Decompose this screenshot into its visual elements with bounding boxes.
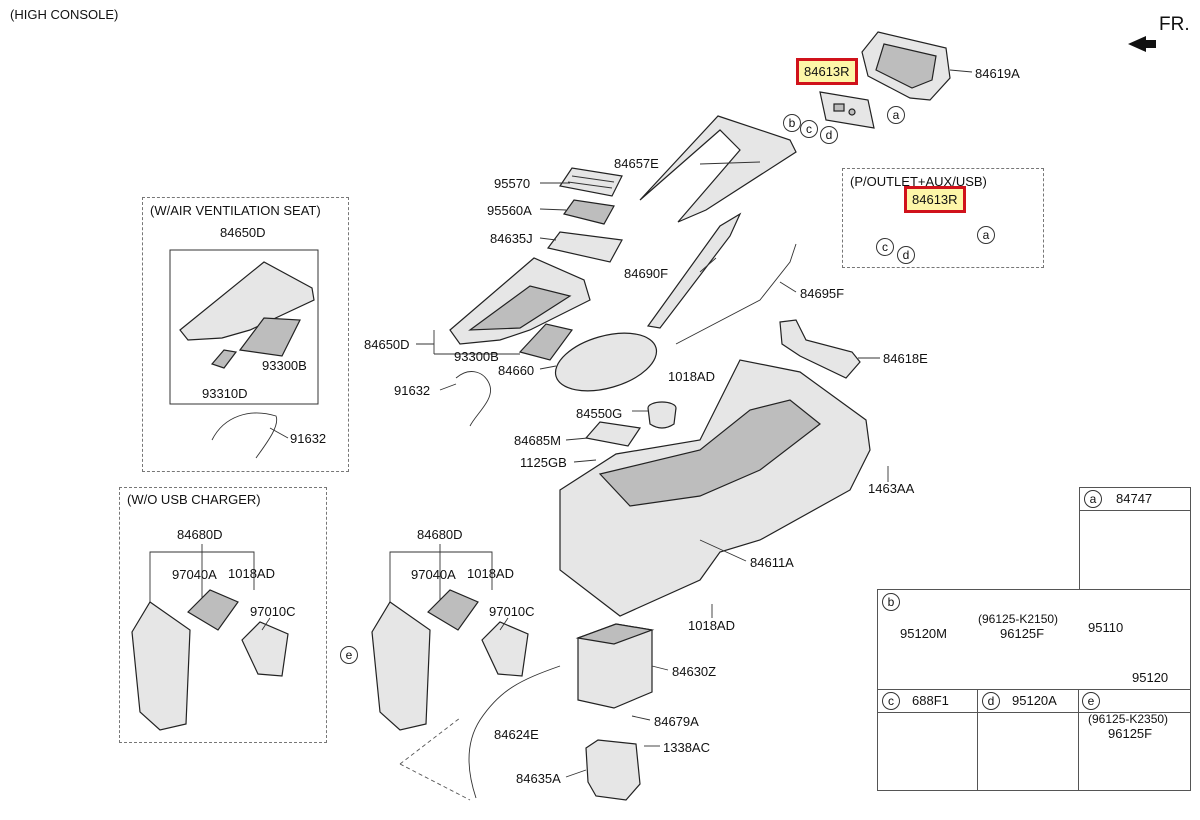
callout-97040A-usb[interactable]: 97040A <box>172 567 217 582</box>
legend-part-96125F[interactable]: 96125F <box>1000 626 1045 641</box>
front-arrow-icon <box>1128 36 1156 52</box>
part-84660-armrest-lid <box>554 332 658 392</box>
callout-1125GB[interactable]: 1125GB <box>520 455 567 470</box>
part-84680D-cover-b <box>371 601 431 731</box>
ref-circle-c[interactable]: c <box>800 120 818 138</box>
legend-letter-c: c <box>882 692 900 710</box>
group-title-usb-charger: (W/O USB CHARGER) <box>127 492 261 507</box>
part-84613R-plate <box>819 91 875 129</box>
part-84635A-bracket <box>585 739 641 801</box>
legend-part-95110[interactable]: 95110 <box>1088 620 1124 635</box>
callout-84650D[interactable]: 84650D <box>364 337 410 352</box>
part-97040A-vent-b <box>427 589 479 631</box>
callout-84630Z[interactable]: 84630Z <box>672 664 717 679</box>
callout-84685M[interactable]: 84685M <box>514 433 561 448</box>
part-93300B-switch <box>518 323 574 361</box>
callout-84695F[interactable]: 84695F <box>800 286 845 301</box>
part-95570-mat <box>558 167 623 197</box>
callout-84635A[interactable]: 84635A <box>516 771 561 786</box>
legend-part-96125F-e[interactable]: 96125F <box>1108 726 1153 741</box>
callout-93300B[interactable]: 93300B <box>454 349 499 364</box>
ref-circle-c[interactable]: c <box>876 238 894 256</box>
part-91632-harness <box>455 371 491 427</box>
part-93310D-vent-switch <box>210 349 238 369</box>
callout-1018AD-usb[interactable]: 1018AD <box>228 566 275 581</box>
part-97040A-vent-a <box>187 589 239 631</box>
group-title-air-ventilation-seat: (W/AIR VENTILATION SEAT) <box>150 203 321 218</box>
callout-95570[interactable]: 95570 <box>494 176 531 191</box>
highlighted-part-84613R[interactable]: 84613R <box>904 186 966 213</box>
legend-letter-e: e <box>1082 692 1100 710</box>
callout-1338AC[interactable]: 1338AC <box>663 740 710 755</box>
callout-91632[interactable]: 91632 <box>394 383 431 398</box>
callout-84679A[interactable]: 84679A <box>654 714 699 729</box>
diagram-title: (HIGH CONSOLE) <box>10 7 119 22</box>
legend-note-96125-K2350: (96125-K2350) <box>1088 712 1169 726</box>
callout-97040A[interactable]: 97040A <box>411 567 456 582</box>
legend-part-95120[interactable]: 95120 <box>1132 670 1169 685</box>
ref-circle-e[interactable]: e <box>340 646 358 664</box>
group-title-outlet-aux-usb: (P/OUTLET+AUX/USB) <box>850 174 987 189</box>
part-84635J-bracket <box>546 231 623 263</box>
legend-part-84747[interactable]: 84747 <box>1116 491 1153 506</box>
callout-84550G[interactable]: 84550G <box>576 406 623 421</box>
legend-part-95120A[interactable]: 95120A <box>1012 693 1057 708</box>
callout-84650D-vent[interactable]: 84650D <box>220 225 266 240</box>
callout-84618E[interactable]: 84618E <box>883 351 928 366</box>
part-84650D-vent-tray <box>179 261 315 341</box>
callout-93300B-vent[interactable]: 93300B <box>262 358 307 373</box>
part-84619A-bezel <box>861 31 951 101</box>
callout-84611A[interactable]: 84611A <box>750 555 794 570</box>
callout-97010C-usb[interactable]: 97010C <box>250 604 296 619</box>
part-84650D-tray <box>449 257 591 345</box>
part-97010C-usb-a <box>241 621 289 677</box>
highlighted-part-84613R[interactable]: 84613R <box>796 58 858 85</box>
part-95560A-pad <box>562 199 615 225</box>
callout-95560A[interactable]: 95560A <box>487 203 532 218</box>
callout-84635J[interactable]: 84635J <box>490 231 533 246</box>
group-outlet-aux-usb <box>842 168 1044 268</box>
legend-letter-a: a <box>1084 490 1102 508</box>
callout-91632-vent[interactable]: 91632 <box>290 431 327 446</box>
callout-84690F[interactable]: 84690F <box>624 266 669 281</box>
callout-84624E[interactable]: 84624E <box>494 727 539 742</box>
part-91632-vent-harness <box>211 412 278 459</box>
part-84550G-cup <box>647 401 677 429</box>
group-usb-charger <box>119 487 327 743</box>
group-air-ventilation-seat <box>142 197 349 472</box>
ref-circle-a[interactable]: a <box>977 226 995 244</box>
part-84695F-garnish <box>675 243 797 345</box>
part-84630Z-box <box>575 623 655 709</box>
ref-circle-a[interactable]: a <box>887 106 905 124</box>
front-marker: FR. <box>1159 14 1190 35</box>
callout-1018AD[interactable]: 1018AD <box>688 618 735 633</box>
ref-circle-d[interactable]: d <box>897 246 915 264</box>
part-84618E-bracket <box>779 319 861 379</box>
legend-part-688F1[interactable]: 688F1 <box>912 693 949 708</box>
callout-97010C[interactable]: 97010C <box>489 604 535 619</box>
callout-84660[interactable]: 84660 <box>498 363 535 378</box>
legend-part-95120M[interactable]: 95120M <box>900 626 947 641</box>
callout-84680D-usb[interactable]: 84680D <box>177 527 223 542</box>
callout-1018AD[interactable]: 1018AD <box>668 369 715 384</box>
callout-84619A[interactable]: 84619A <box>975 66 1020 81</box>
part-84611A-console-body <box>559 359 871 617</box>
legend-letter-d: d <box>982 692 1000 710</box>
part-97010C-usb-b <box>481 621 529 677</box>
legend-note-96125-K2150: (96125-K2150) <box>978 612 1059 626</box>
part-84685M-pad <box>584 421 642 447</box>
callout-84680D[interactable]: 84680D <box>417 527 463 542</box>
callout-1018AD-m[interactable]: 1018AD <box>467 566 514 581</box>
part-84690F-garnish <box>646 212 742 329</box>
callout-1463AA[interactable]: 1463AA <box>868 481 915 496</box>
legend-letter-b: b <box>882 593 900 611</box>
part-84624E-cable <box>468 665 561 799</box>
callout-84657E[interactable]: 84657E <box>614 156 659 171</box>
part-84680D-cover-a <box>131 601 191 731</box>
part-84657E-trim <box>639 115 797 223</box>
callout-93310D-vent[interactable]: 93310D <box>202 386 248 401</box>
ref-circle-b[interactable]: b <box>783 114 801 132</box>
part-93300B-vent-switch <box>238 317 301 357</box>
ref-circle-d[interactable]: d <box>820 126 838 144</box>
